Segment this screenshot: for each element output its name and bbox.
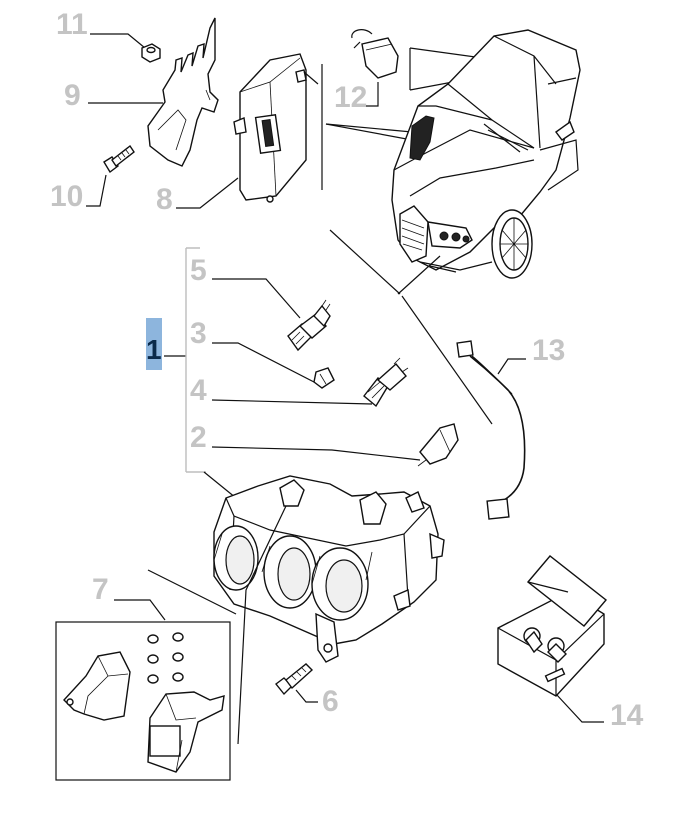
callout-10-label: 10 [50,180,83,213]
leader-8 [176,177,239,209]
bracket-part[interactable] [147,17,219,167]
callout-6[interactable]: 6 [295,685,339,718]
leader-2 [211,446,421,461]
bolt-part-10[interactable] [103,144,135,174]
callout-13-label: 13 [532,334,565,367]
callout-9[interactable]: 9 [64,79,163,112]
callout-9-label: 9 [64,79,81,112]
callout-12[interactable]: 12 [334,81,379,114]
nut-part[interactable] [141,43,161,63]
bracket-kit-part[interactable] [55,621,231,781]
leader-3 [212,342,315,383]
leader-7 [114,599,166,621]
leader-10 [86,174,107,207]
leader-14 [555,693,604,723]
screw-set [147,632,184,684]
callout-2-label: 2 [190,421,207,454]
callout-3-label: 3 [190,317,207,350]
callout-11-label: 11 [56,8,88,41]
callout-7-label: 7 [92,573,109,606]
callout-1-selected[interactable]: 1 [146,318,186,370]
sensor-part[interactable] [351,29,399,79]
callout-11[interactable]: 11 [56,8,146,49]
bulb-part-5[interactable] [287,299,331,352]
callout-10[interactable]: 10 [50,174,107,213]
bulb-kit-box-part[interactable] [497,555,608,697]
callout-8-label: 8 [156,183,173,216]
callout-3[interactable]: 3 [190,317,315,383]
bolt-part-6[interactable] [275,663,314,696]
callout-14[interactable]: 14 [555,693,644,732]
headlamp-assembly-part[interactable] [147,475,445,745]
bulb-part-4[interactable] [363,357,409,408]
callout-5[interactable]: 5 [190,254,301,319]
callout-13[interactable]: 13 [497,334,565,375]
selected-highlight [146,318,162,370]
wiring-harness-part[interactable] [456,340,526,520]
leader-12 [366,82,379,107]
callout-8[interactable]: 8 [156,177,239,216]
leader-4 [211,399,373,405]
callout-14-label: 14 [610,699,644,732]
bracket-to-headlamp [203,471,237,499]
leader-13 [497,358,526,375]
callout-1-label: 1 [146,334,162,365]
lamp-socket-part-3[interactable] [313,367,335,389]
callout-6-label: 6 [322,685,339,718]
callout-4-label: 4 [190,374,207,407]
callout-5-label: 5 [190,254,207,287]
control-unit-part[interactable] [233,53,319,203]
car-illustration [391,29,581,279]
callout-2[interactable]: 2 [190,421,421,461]
bulb-part-2[interactable] [417,423,459,467]
callout-4[interactable]: 4 [190,374,373,407]
callout-7[interactable]: 7 [92,573,166,621]
leader-5 [212,278,301,319]
callout-12-label: 12 [334,81,367,114]
leader-11 [90,33,146,49]
leader-6 [295,689,318,703]
